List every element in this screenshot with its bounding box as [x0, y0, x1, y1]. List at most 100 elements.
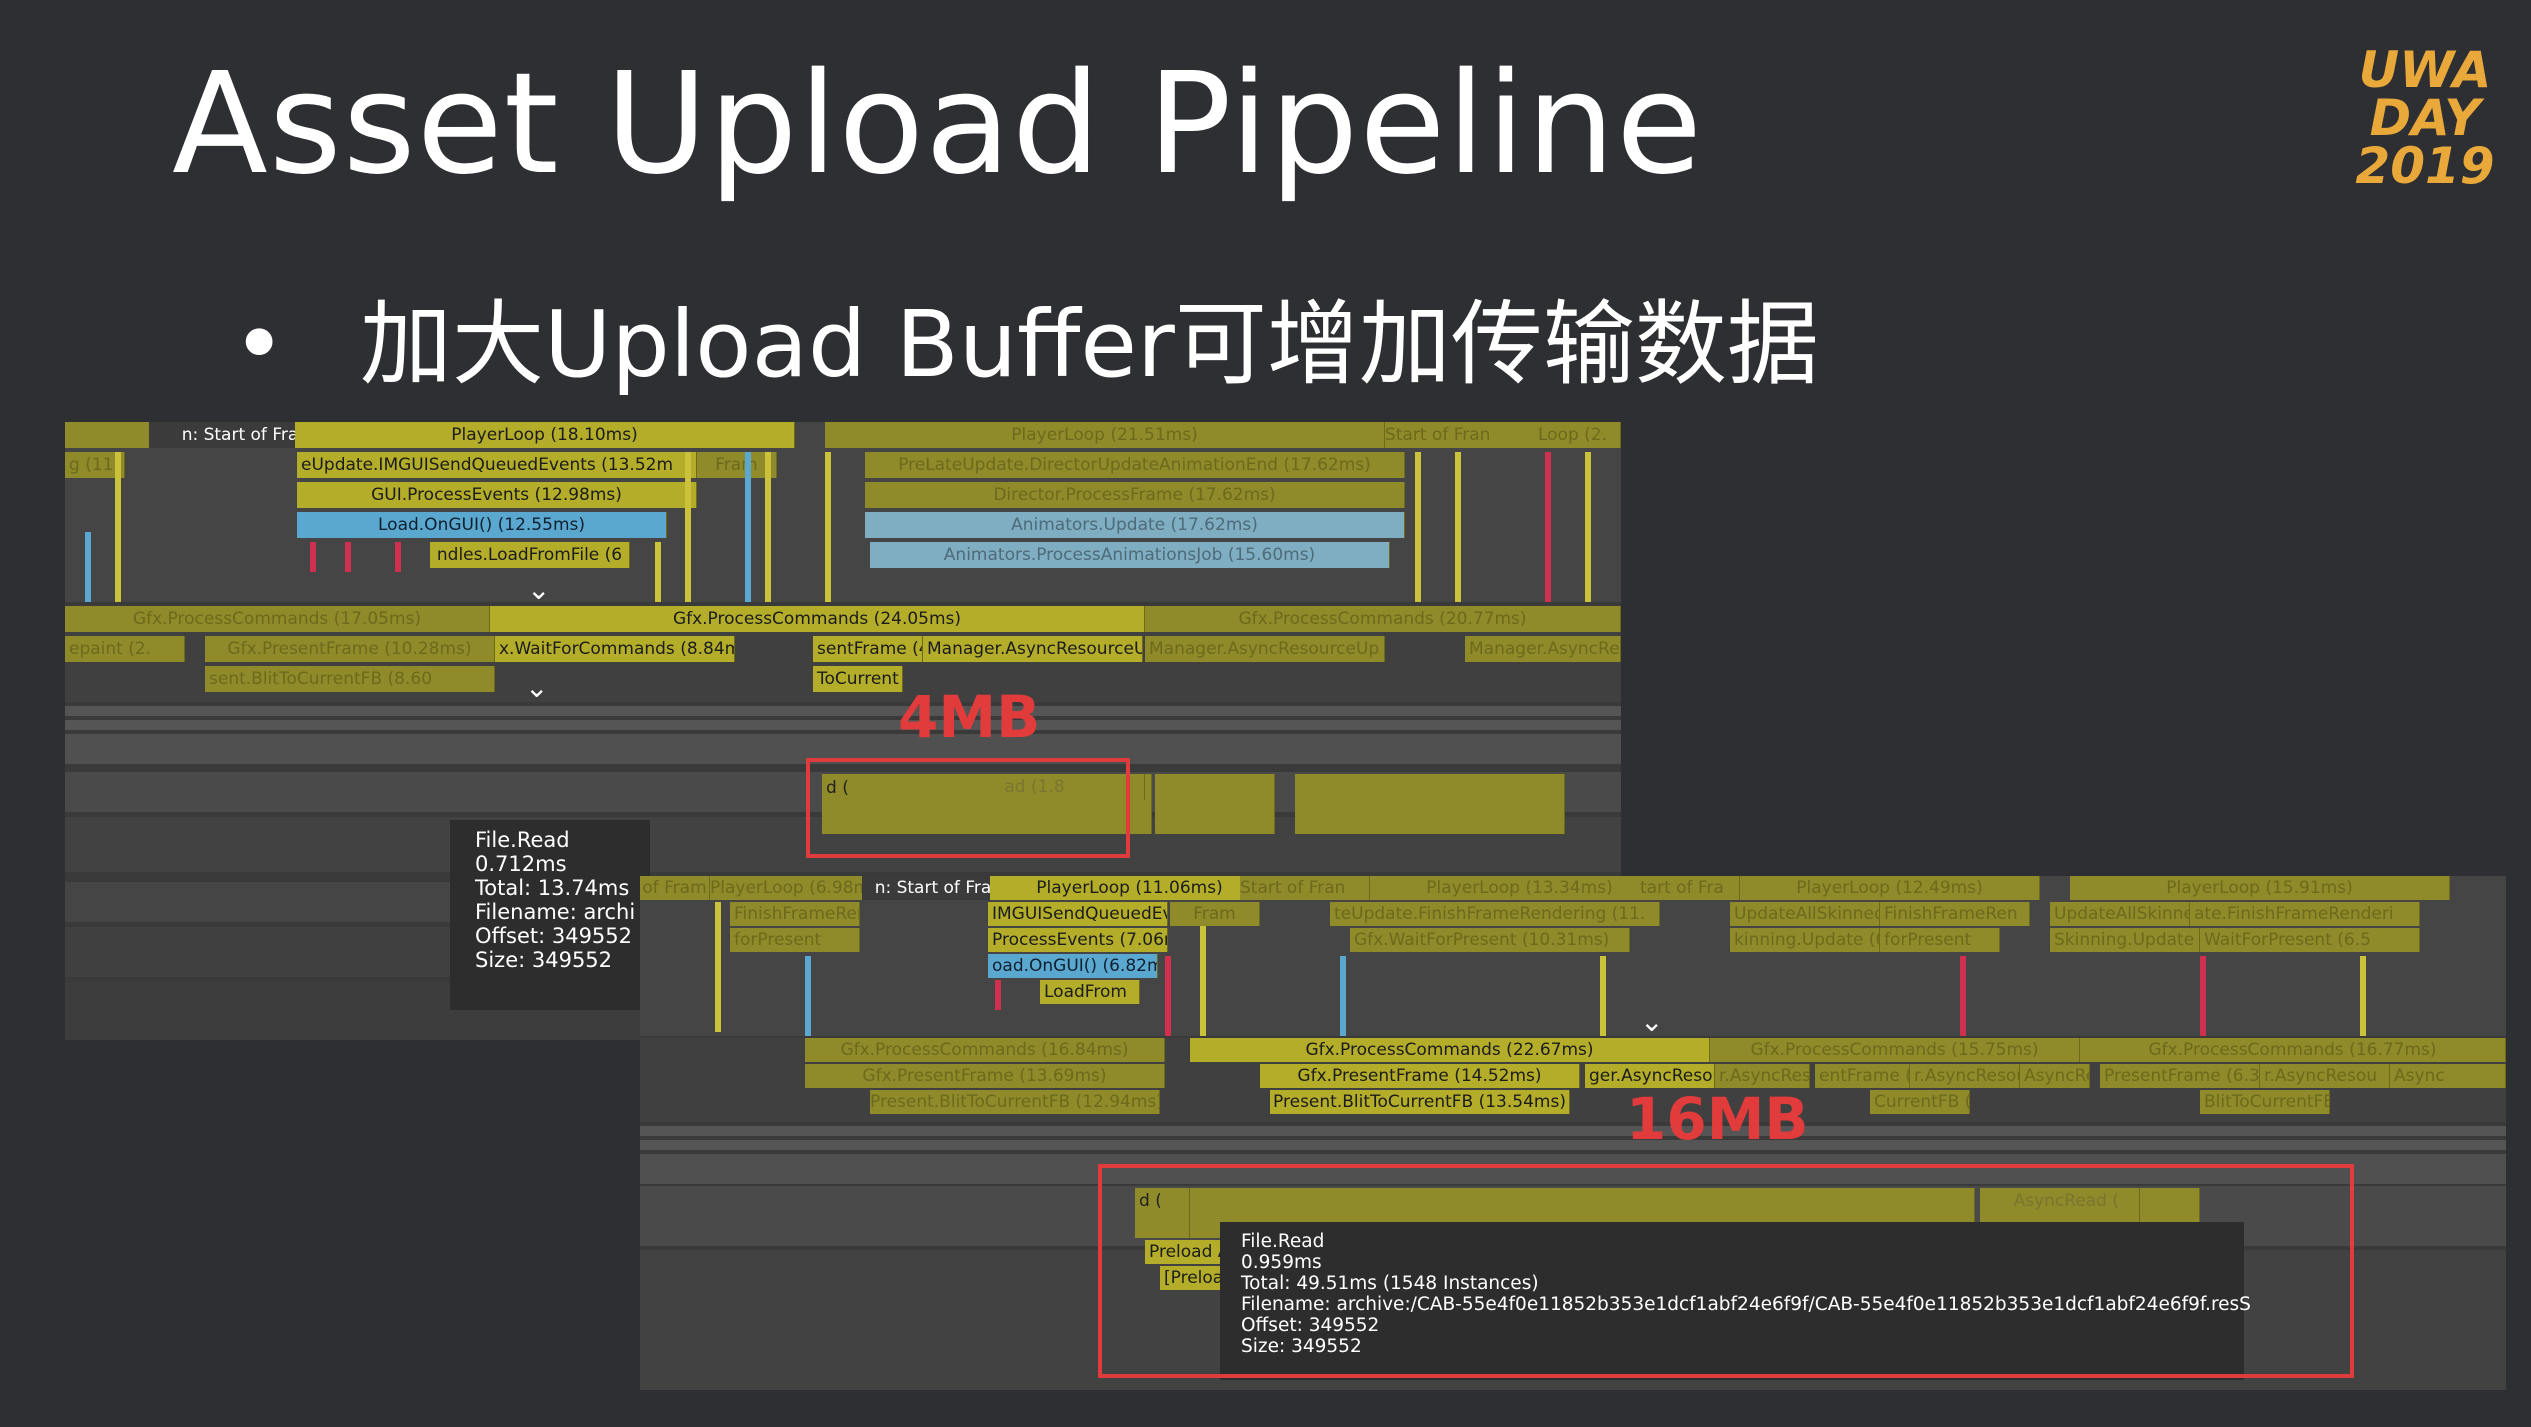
- worker-track: [640, 1126, 2506, 1136]
- logo-line-1: UWA: [2358, 41, 2492, 99]
- timeline-stripe: [395, 542, 401, 572]
- timeline-bar[interactable]: Start of Fran: [1385, 422, 1535, 448]
- timeline-bar[interactable]: Animators.ProcessAnimationsJob (15.60ms): [870, 542, 1390, 568]
- timeline-bar[interactable]: sent.BlitToCurrentFB (8.60: [205, 666, 495, 692]
- timeline-bar[interactable]: Skinning.Update (6.6: [2050, 928, 2200, 952]
- timeline-bar[interactable]: Present.BlitToCurrentFB (12.94ms): [870, 1090, 1160, 1114]
- timeline-bar[interactable]: BlitToCurrentFB (: [2200, 1090, 2330, 1114]
- timeline-bar[interactable]: Async: [2390, 1064, 2506, 1088]
- timeline-bar[interactable]: Start of Fran: [1240, 876, 1370, 900]
- timeline-bar[interactable]: UpdateAllSkinnedM: [1730, 902, 1880, 926]
- timeline-bar[interactable]: PreLateUpdate.DirectorUpdateAnimationEnd…: [865, 452, 1405, 478]
- timeline-stripe: [1585, 452, 1591, 602]
- timeline-bar[interactable]: PlayerLoop (15.91ms): [2070, 876, 2450, 900]
- timeline-stripe: [1165, 956, 1171, 1036]
- timeline-stripe: [1545, 452, 1551, 602]
- timeline-bar[interactable]: of Fram: [640, 876, 710, 900]
- timeline-bar[interactable]: [1160, 1188, 1190, 1238]
- timeline-bar[interactable]: PlayerLoop (21.51ms): [825, 422, 1385, 448]
- expand-chevron-icon[interactable]: ⌄: [525, 672, 549, 703]
- timeline-bar[interactable]: Director.ProcessFrame (17.62ms): [865, 482, 1405, 508]
- tooltip-line: Total: 13.74ms: [475, 876, 630, 900]
- timeline-bar[interactable]: PresentFrame (6.30: [2100, 1064, 2260, 1088]
- timeline-bar[interactable]: Gfx.ProcessCommands (16.77ms): [2080, 1038, 2506, 1062]
- timeline-stripe: [1415, 452, 1421, 602]
- timeline-bar[interactable]: teUpdate.FinishFrameRendering (11.: [1330, 902, 1660, 926]
- timeline-bar[interactable]: Gfx.PresentFrame (13.69ms): [805, 1064, 1165, 1088]
- timeline-bar[interactable]: epaint (2.: [65, 636, 185, 662]
- timeline-stripe: [85, 532, 91, 602]
- timeline-bar[interactable]: Manager.AsyncRe: [1465, 636, 1621, 662]
- timeline-bar[interactable]: CurrentFB (: [1870, 1090, 1970, 1114]
- bullet-point: •加大Upload Buffer可增加传输数据: [232, 285, 1819, 405]
- timeline-bar[interactable]: Loop (2.: [1525, 422, 1621, 448]
- timeline-bar[interactable]: Gfx.ProcessCommands (22.67ms): [1190, 1038, 1710, 1062]
- timeline-bar[interactable]: Gfx.ProcessCommands (16.84ms): [805, 1038, 1165, 1062]
- timeline-bar[interactable]: FinishFrameRer: [730, 902, 860, 926]
- logo-line-2: DAY: [2369, 89, 2481, 147]
- timeline-bar[interactable]: sentFrame (4: [813, 636, 923, 662]
- timeline-stripe: [745, 452, 751, 602]
- timeline-bar[interactable]: ad (1.8: [925, 774, 1145, 800]
- timeline-stripe: [1200, 926, 1206, 1036]
- timeline-bar[interactable]: ger.AsyncResour: [1585, 1064, 1715, 1088]
- timeline-bar[interactable]: x.WaitForCommands (8.84m: [495, 636, 735, 662]
- timeline-bar[interactable]: PlayerLoop (11.06ms): [990, 876, 1270, 900]
- timeline-bar[interactable]: Gfx.ProcessCommands (17.05ms): [65, 606, 490, 632]
- timeline-bar[interactable]: WaitForPresent (6.5: [2200, 928, 2420, 952]
- timeline-bar[interactable]: Animators.Update (17.62ms): [865, 512, 1405, 538]
- file-read-tooltip-4mb: File.Read 0.712ms Total: 13.74ms Filenam…: [450, 820, 650, 1010]
- timeline-bar[interactable]: PlayerLoop (12.49ms): [1740, 876, 2040, 900]
- timeline-stripe: [765, 452, 771, 602]
- expand-chevron-icon[interactable]: ⌄: [527, 574, 551, 605]
- timeline-bar[interactable]: forPresent: [1880, 928, 2000, 952]
- timeline-bar[interactable]: tart of Fra: [1640, 876, 1740, 900]
- timeline-bar[interactable]: ate.FinishFrameRenderi: [2190, 902, 2420, 926]
- timeline-bar[interactable]: forPresent: [730, 928, 860, 952]
- timeline-bar[interactable]: r.AsyncResou: [1715, 1064, 1810, 1088]
- timeline-bar[interactable]: [1295, 774, 1565, 834]
- timeline-bar[interactable]: r.AsyncResou: [2260, 1064, 2390, 1088]
- timeline-stripe: [995, 980, 1001, 1010]
- timeline-bar[interactable]: Fram: [697, 452, 777, 478]
- timeline-bar[interactable]: LoadFrom: [1040, 980, 1140, 1004]
- timeline-bar[interactable]: Manager.AsyncResourceUpl: [923, 636, 1143, 662]
- tooltip-line: 0.712ms: [475, 852, 567, 876]
- timeline-bar[interactable]: Gfx.PresentFrame (14.52ms): [1260, 1064, 1580, 1088]
- expand-chevron-icon[interactable]: ⌄: [1640, 1006, 1664, 1037]
- timeline-bar[interactable]: entFrame (: [1815, 1064, 1910, 1088]
- timeline-bar[interactable]: Manager.AsyncResourceUp: [1145, 636, 1385, 662]
- timeline-bar[interactable]: IMGUISendQueuedEven: [988, 902, 1168, 926]
- timeline-bar[interactable]: Gfx.ProcessCommands (20.77ms): [1145, 606, 1621, 632]
- timeline-bar[interactable]: Gfx.PresentFrame (10.28ms): [205, 636, 495, 662]
- timeline-bar[interactable]: ToCurrent: [813, 666, 903, 692]
- timeline-bar[interactable]: ProcessEvents (7.06r: [988, 928, 1168, 952]
- timeline-bar[interactable]: Gfx.WaitForPresent (10.31ms): [1350, 928, 1630, 952]
- timeline-stripe: [2200, 956, 2206, 1036]
- tooltip-line: Offset: 349552: [1241, 1315, 1380, 1336]
- timeline-bar[interactable]: Present.BlitToCurrentFB (13.54ms): [1270, 1090, 1570, 1114]
- timeline-bar[interactable]: PlayerLoop (6.98ms): [710, 876, 870, 900]
- timeline-bar[interactable]: [1155, 774, 1275, 834]
- tooltip-line: Filename: archi: [475, 900, 636, 924]
- timeline-bar[interactable]: Gfx.ProcessCommands (15.75ms): [1710, 1038, 2080, 1062]
- timeline-bar[interactable]: kinning.Update (6.: [1730, 928, 1880, 952]
- buffer-size-label-4mb: 4MB: [898, 683, 1041, 751]
- worker-track: [640, 1140, 2506, 1150]
- timeline-bar[interactable]: oad.OnGUI() (6.82ms: [988, 954, 1158, 978]
- timeline-bar[interactable]: eUpdate.IMGUISendQueuedEvents (13.52m: [297, 452, 697, 478]
- timeline-bar[interactable]: Gfx.ProcessCommands (24.05ms): [490, 606, 1145, 632]
- timeline-bar[interactable]: Fram: [1170, 902, 1260, 926]
- timeline-bar[interactable]: FinishFrameRen: [1880, 902, 2030, 926]
- timeline-stripe: [310, 542, 316, 572]
- timeline-bar[interactable]: r.AsyncResour: [1910, 1064, 2020, 1088]
- timeline-bar[interactable]: PlayerLoop (13.34ms): [1370, 876, 1670, 900]
- timeline-bar[interactable]: UpdateAllSkinnedM: [2050, 902, 2190, 926]
- timeline-bar[interactable]: Load.OnGUI() (12.55ms): [297, 512, 667, 538]
- timeline-bar[interactable]: PlayerLoop (18.10ms): [295, 422, 795, 448]
- timeline-stripe: [685, 452, 691, 602]
- timeline-bar[interactable]: AsyncReso: [2020, 1064, 2090, 1088]
- timeline-bar[interactable]: ndles.LoadFromFile (6: [430, 542, 630, 568]
- tooltip-line: Offset: 349552: [475, 924, 633, 948]
- timeline-bar[interactable]: GUI.ProcessEvents (12.98ms): [297, 482, 697, 508]
